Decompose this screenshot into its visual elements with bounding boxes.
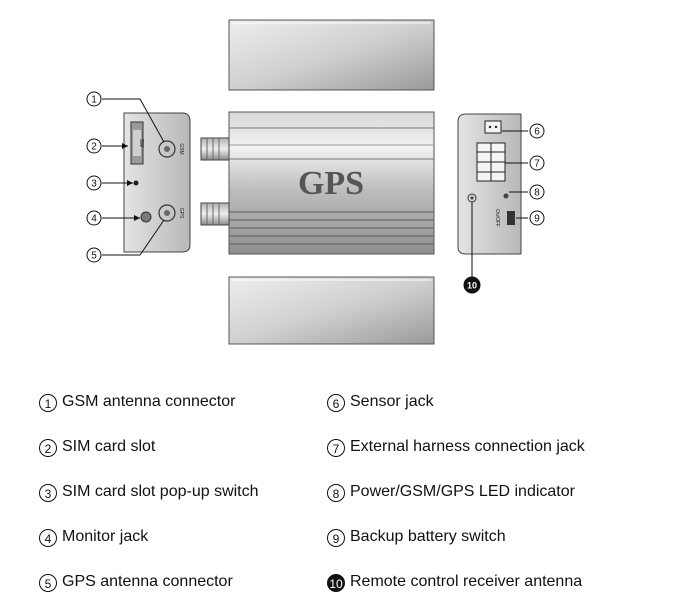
callout-10: 10 <box>463 276 481 294</box>
housing-fins <box>229 211 434 245</box>
gps-port-label: GPS <box>178 208 184 219</box>
svg-text:1: 1 <box>91 95 97 106</box>
svg-text:9: 9 <box>534 214 540 225</box>
svg-text:4: 4 <box>91 214 97 225</box>
main-housing: GPS <box>228 111 435 255</box>
sim-slot-label: SIM <box>138 139 144 148</box>
callout-8: 8 <box>529 184 545 200</box>
right-end-panel: On/OFF <box>457 113 522 255</box>
monitor-jack <box>140 211 152 223</box>
sim-popup-switch <box>133 180 139 186</box>
harness-connection-jack <box>476 142 506 182</box>
left-end-panel: SIM GSM GPS <box>123 112 191 253</box>
led-indicator <box>503 193 509 199</box>
svg-text:3: 3 <box>91 179 97 190</box>
bottom-cover-plate <box>228 276 435 345</box>
callout-6: 6 <box>529 123 545 139</box>
backup-battery-switch <box>507 211 515 225</box>
housing-gps-label: GPS <box>298 165 364 202</box>
svg-text:7: 7 <box>534 159 540 170</box>
top-cover-plate <box>228 19 435 91</box>
sensor-jack <box>484 120 502 134</box>
svg-text:6: 6 <box>534 127 540 138</box>
gsm-antenna-connector <box>158 140 176 158</box>
callout-9: 9 <box>529 210 545 226</box>
callout-3: 3 <box>86 175 102 191</box>
battery-switch-label: On/OFF <box>494 209 500 227</box>
callout-1: 1 <box>86 91 102 107</box>
gsm-port-label: GSM <box>178 143 184 154</box>
gps-tracker-exploded-diagram: GPS SIM GSM GPS <box>86 19 545 345</box>
leader-arrowheads <box>122 143 140 221</box>
antenna-connector-top <box>200 137 230 161</box>
svg-text:2: 2 <box>91 142 97 153</box>
callout-7: 7 <box>529 155 545 171</box>
gps-antenna-connector <box>158 204 176 222</box>
svg-text:10: 10 <box>467 281 477 291</box>
callout-4: 4 <box>86 210 102 226</box>
antenna-connector-bottom <box>200 202 230 226</box>
callout-2: 2 <box>86 138 102 154</box>
svg-text:8: 8 <box>534 188 540 199</box>
svg-text:5: 5 <box>91 251 97 262</box>
callout-5: 5 <box>86 247 102 263</box>
